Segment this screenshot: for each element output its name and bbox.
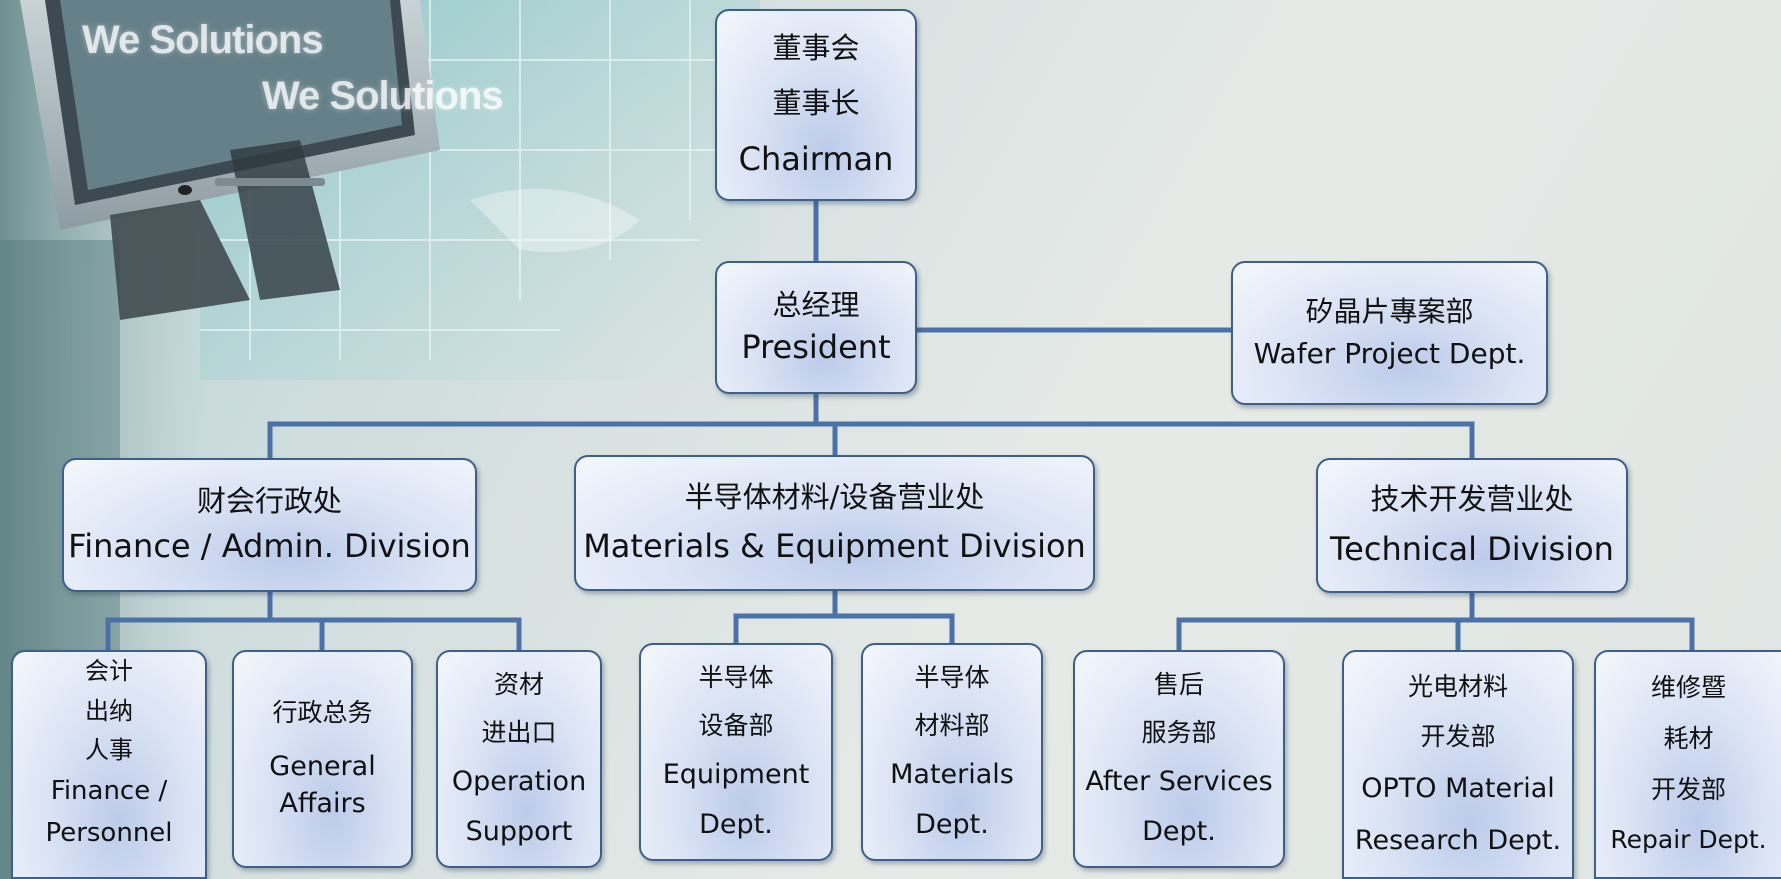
node-label-en: OPTO Material [1361, 772, 1555, 804]
node-label-en: Finance / Admin. Division [68, 527, 471, 566]
node-label-en: Dept. [699, 809, 773, 841]
node-label-zh: 财会行政处 [196, 483, 342, 518]
node-label-en: Dept. [915, 809, 989, 841]
materials-dept-node: 半导体 材料部 Materials Dept. [861, 643, 1043, 861]
equipment-dept-node: 半导体 设备部 Equipment Dept. [639, 643, 833, 861]
node-label-zh: 售后 [1153, 669, 1204, 699]
materials-equipment-division-node: 半导体材料/设备营业处 Materials & Equipment Divisi… [574, 455, 1095, 591]
node-label-en: Repair Dept. [1610, 825, 1767, 855]
wafer-project-dept-node: 矽晶片專案部 Wafer Project Dept. [1231, 261, 1548, 405]
node-label-zh: 设备部 [698, 710, 774, 740]
node-label-zh: 半导体 [914, 662, 990, 692]
node-label-zh: 开发部 [1420, 721, 1496, 751]
node-label-zh: 矽晶片專案部 [1305, 294, 1474, 328]
node-label-en: Wafer Project Dept. [1253, 337, 1526, 370]
watermark-text: We Solutions [262, 74, 504, 118]
node-label-zh: 半导体 [698, 662, 774, 692]
opto-material-research-dept-node: 光电材料 开发部 OPTO Material Research Dept. [1342, 650, 1574, 879]
node-label-zh: 会计 [85, 657, 133, 685]
node-label-en: Research Dept. [1354, 824, 1562, 856]
node-label-en: Dept. [1142, 816, 1216, 848]
node-label-zh: 资材 [493, 669, 544, 699]
technical-division-node: 技术开发营业处 Technical Division [1316, 458, 1628, 593]
node-label-en: Equipment [662, 759, 810, 791]
node-label-zh: 半导体材料/设备营业处 [684, 479, 985, 514]
node-label-zh: 技术开发营业处 [1370, 482, 1574, 517]
node-label-en: Materials [890, 759, 1014, 791]
president-node: 总经理 President [715, 261, 917, 394]
repair-dept-node: 维修暨 耗材 开发部 Repair Dept. [1594, 650, 1781, 879]
node-label-en: Operation [451, 766, 587, 798]
node-label-zh: 材料部 [914, 710, 990, 740]
node-label-en: General [269, 751, 376, 783]
node-label-zh: 行政总务 [272, 697, 373, 727]
finance-personnel-node: 会计 出纳 人事 Finance / Personnel [11, 650, 207, 879]
node-label-zh: 开发部 [1650, 774, 1726, 804]
node-label-zh: 人事 [85, 736, 133, 765]
general-affairs-node: 行政总务 General Affairs [232, 650, 413, 868]
node-label-en: Technical Division [1330, 529, 1614, 568]
node-label-en: Affairs [279, 788, 366, 820]
operation-support-node: 资材 进出口 Operation Support [436, 650, 602, 868]
node-label-en: Support [465, 816, 573, 848]
after-services-dept-node: 售后 服务部 After Services Dept. [1073, 650, 1285, 868]
node-label-zh: 耗材 [1663, 723, 1714, 753]
node-label-zh: 董事会 [772, 31, 860, 66]
board-chairman-node: 董事会 董事长 Chairman [715, 9, 917, 201]
node-label-en: Finance / [50, 775, 168, 806]
node-label-en: After Services [1085, 766, 1273, 798]
node-label-zh: 维修暨 [1650, 673, 1726, 702]
node-label-zh: 出纳 [85, 696, 133, 725]
node-label-zh: 进出口 [481, 717, 557, 747]
node-label-zh: 光电材料 [1407, 672, 1508, 702]
finance-admin-division-node: 财会行政处 Finance / Admin. Division [62, 458, 477, 592]
node-label-zh: 总经理 [772, 288, 860, 323]
node-label-en: Personnel [45, 817, 173, 848]
node-label-zh: 服务部 [1141, 717, 1217, 747]
node-label-zh: 董事长 [772, 85, 860, 120]
node-label-en: Chairman [738, 140, 894, 179]
node-label-en: President [741, 327, 891, 366]
watermark-text: We Solutions [82, 18, 324, 62]
node-label-en: Materials & Equipment Division [583, 527, 1086, 566]
